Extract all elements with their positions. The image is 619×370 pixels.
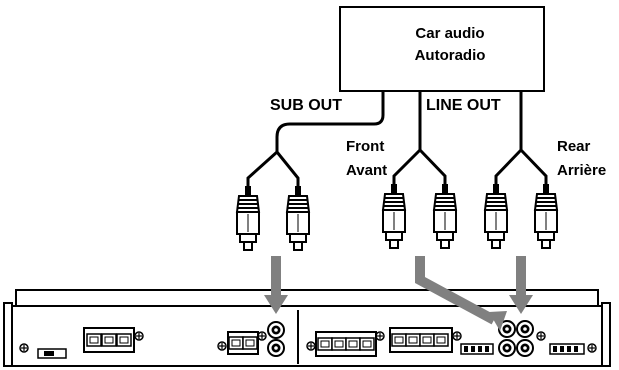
screw-icon bbox=[257, 331, 267, 341]
sub-out-cable bbox=[246, 91, 385, 188]
front-rca-plug-left bbox=[382, 183, 406, 249]
rear-input-jack bbox=[516, 320, 534, 338]
screw-icon bbox=[217, 341, 227, 351]
rear-input-jack bbox=[516, 339, 534, 357]
rear-arrow bbox=[509, 256, 533, 314]
sub-input-jack bbox=[267, 321, 285, 339]
front-label-line1: Front bbox=[346, 138, 384, 155]
speaker-terminal-block bbox=[83, 327, 135, 353]
front-input-jack bbox=[498, 339, 516, 357]
front-line-out-cable bbox=[392, 91, 447, 186]
rear-label-line1: Rear bbox=[557, 138, 591, 155]
screw-icon bbox=[452, 331, 462, 341]
front-rca-plug-right bbox=[433, 183, 457, 249]
rear-rca-plug-left bbox=[484, 183, 508, 249]
rear-label-line2: Arrière bbox=[557, 162, 606, 179]
screw-icon bbox=[375, 331, 385, 341]
sub-out-label: SUB OUT bbox=[270, 97, 342, 114]
sub-arrow bbox=[264, 256, 288, 314]
rear-rca-plug-right bbox=[534, 183, 558, 249]
head-unit-label-line2: Autoradio bbox=[415, 47, 486, 64]
speaker-terminal-block bbox=[227, 331, 259, 355]
screw-icon bbox=[536, 331, 546, 341]
line-out-label: LINE OUT bbox=[426, 97, 501, 114]
head-unit-label-line1: Car audio bbox=[415, 25, 484, 42]
head-unit: Car audio Autoradio bbox=[339, 6, 545, 92]
amplifier-top bbox=[15, 289, 599, 307]
speaker-terminal-block bbox=[315, 331, 377, 357]
screw-icon bbox=[134, 331, 144, 341]
front-arrow bbox=[415, 256, 507, 331]
small-connector bbox=[460, 343, 494, 355]
front-label-line2: Avant bbox=[346, 162, 387, 179]
sub-out-rca-plug-right bbox=[286, 185, 310, 251]
small-connector bbox=[549, 343, 585, 355]
rear-line-out-cable bbox=[494, 91, 548, 186]
screw-icon bbox=[587, 343, 597, 353]
screw-icon bbox=[306, 341, 316, 351]
fuse-holder bbox=[37, 348, 67, 359]
screw-icon bbox=[19, 343, 29, 353]
head-unit-box bbox=[339, 6, 545, 92]
sub-input-jack bbox=[267, 339, 285, 357]
speaker-terminal-block bbox=[389, 327, 453, 353]
sub-out-rca-plug-left bbox=[236, 185, 260, 251]
